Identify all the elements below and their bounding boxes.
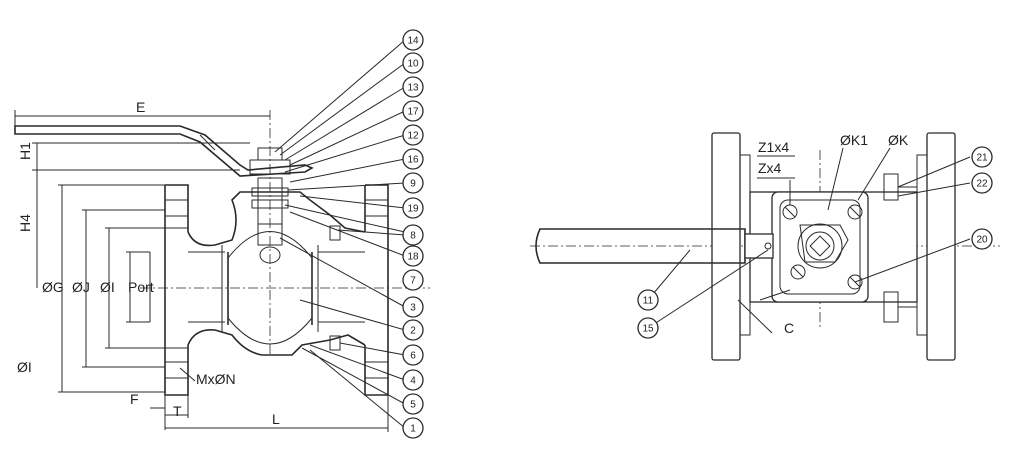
dim-F: F	[130, 391, 139, 407]
right-balloon-label-15: 15	[642, 324, 654, 335]
left-balloon-label-12: 12	[407, 131, 419, 142]
left-balloon-label-17: 17	[407, 107, 419, 118]
dim-port: Port	[128, 279, 154, 295]
right-balloon-circle-20	[971, 228, 993, 250]
left-balloon-label-19: 19	[407, 204, 419, 215]
dim-H1: H1	[17, 142, 33, 160]
dim-OK1: ØK1	[840, 132, 868, 148]
left-balloon-circle-6	[402, 344, 424, 366]
left-balloon-circle-10	[402, 52, 424, 74]
left-balloon-label-7: 7	[410, 276, 416, 287]
right-balloon-circle-21	[971, 146, 993, 168]
right-balloon-label-22: 22	[976, 179, 988, 190]
left-balloon-circle-8	[402, 224, 424, 246]
left-balloon-label-6: 6	[410, 351, 416, 362]
dim-OK: ØK	[888, 132, 909, 148]
left-section-view: E H1 H4 ØG ØJ ØI Port ØI MxØN	[14, 29, 430, 439]
left-balloon-circle-4	[402, 369, 424, 391]
dim-OJ: ØJ	[72, 279, 90, 295]
left-balloon-label-14: 14	[407, 36, 419, 47]
dim-Z1x4: Z1x4	[758, 139, 789, 155]
left-balloon-label-3: 3	[410, 303, 416, 314]
left-balloon-circle-7	[402, 269, 424, 291]
right-balloon-circle-11	[637, 289, 659, 311]
left-balloon-label-10: 10	[407, 59, 419, 70]
dim-Zx4: Zx4	[758, 160, 782, 176]
right-balloon-label-21: 21	[976, 153, 988, 164]
left-balloon-circle-13	[402, 76, 424, 98]
left-balloon-circle-3	[402, 296, 424, 318]
dim-MxON: MxØN	[196, 371, 236, 387]
dim-T: T	[173, 403, 182, 419]
left-balloon-circle-19	[402, 197, 424, 219]
left-balloon-circle-2	[402, 319, 424, 341]
right-balloon-label-20: 20	[976, 235, 988, 246]
left-balloon-label-2: 2	[410, 326, 416, 337]
right-balloon-circle-15	[637, 317, 659, 339]
left-balloon-circle-16	[402, 148, 424, 170]
left-balloon-circle-5	[402, 393, 424, 415]
right-top-view: Z1x4 Zx4 ØK1 ØK C 21 22 20 11 15	[530, 132, 1000, 361]
right-balloon-circle-22	[971, 172, 993, 194]
left-balloon-label-8: 8	[410, 231, 416, 242]
right-balloon-label-11: 11	[643, 296, 654, 307]
left-balloon-label-4: 4	[410, 376, 416, 387]
left-balloon-circle-14	[402, 29, 424, 51]
left-balloon-label-5: 5	[410, 400, 416, 411]
left-balloon-label-13: 13	[407, 83, 419, 94]
dim-H4: H4	[17, 214, 33, 232]
left-balloon-label-9: 9	[410, 179, 416, 190]
left-leaders	[274, 39, 406, 429]
left-balloon-circle-1	[402, 417, 424, 439]
left-balloon-circle-9	[402, 172, 424, 194]
dim-L: L	[272, 411, 280, 427]
left-balloon-label-1: 1	[410, 424, 416, 435]
left-balloon-circle-12	[402, 124, 424, 146]
right-balloon-group: 21 22 20 11 15	[637, 146, 993, 339]
dim-C: C	[784, 320, 794, 336]
left-balloon-circle-18	[402, 245, 424, 267]
left-balloon-label-18: 18	[407, 252, 419, 263]
dim-OG: ØG	[42, 279, 64, 295]
dim-OI: ØI	[100, 279, 115, 295]
left-balloon-group: 14 10 13 17 12 16 9 19 8 18 7 3 2 6 4 5 1	[402, 29, 424, 439]
dim-OI-outer: ØI	[17, 359, 32, 375]
left-balloon-label-16: 16	[407, 155, 419, 166]
dim-E: E	[136, 99, 145, 115]
left-balloon-circle-17	[402, 100, 424, 122]
